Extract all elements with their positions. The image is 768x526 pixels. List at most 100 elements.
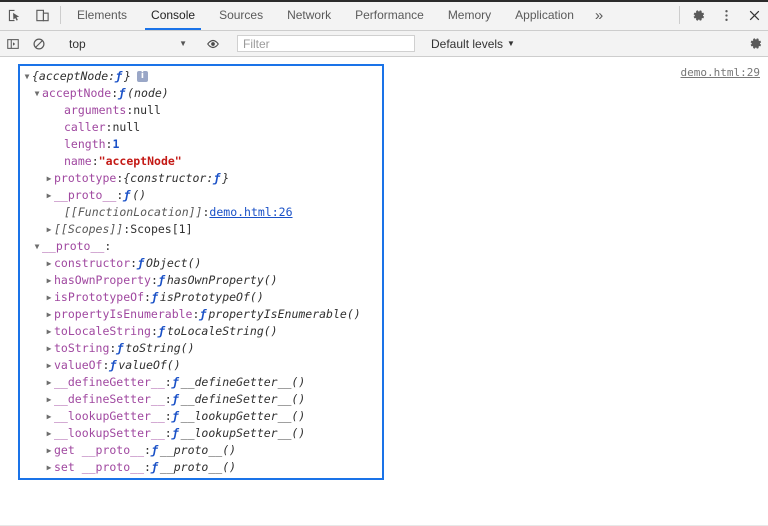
more-tabs-chevron-icon[interactable]: » bbox=[586, 0, 612, 30]
console-property-row[interactable]: caller: null bbox=[20, 119, 382, 136]
disclosure-triangle-open-icon[interactable]: ▼ bbox=[34, 89, 40, 98]
console-property-row[interactable]: ▶[[Scopes]]: Scopes[1] bbox=[20, 221, 382, 238]
tab-memory[interactable]: Memory bbox=[436, 0, 503, 30]
console-token: name bbox=[64, 154, 92, 168]
console-token: Object() bbox=[146, 256, 202, 270]
console-token: propertyIsEnumerable bbox=[54, 307, 193, 321]
console-token: toString bbox=[54, 341, 110, 355]
console-token[interactable]: demo.html:26 bbox=[209, 205, 293, 219]
console-property-row[interactable]: ▶__defineSetter__: ƒ__defineSetter__() bbox=[20, 391, 382, 408]
tab-performance[interactable]: Performance bbox=[343, 0, 436, 30]
console-settings-gear-icon[interactable] bbox=[742, 31, 768, 57]
console-property-row[interactable]: ▼__proto__: bbox=[20, 238, 382, 255]
console-token: : bbox=[116, 188, 124, 202]
tabbar-right-controls bbox=[675, 0, 768, 30]
console-message-area[interactable]: demo.html:29 ▼{acceptNode: ƒ}i▼acceptNod… bbox=[0, 57, 768, 526]
console-token: : bbox=[104, 239, 112, 253]
disclosure-triangle-closed-icon[interactable]: ▶ bbox=[46, 412, 52, 421]
console-toolbar-right bbox=[733, 31, 768, 57]
console-token: : bbox=[164, 392, 172, 406]
info-badge-icon[interactable]: i bbox=[136, 71, 148, 82]
console-property-row[interactable]: ▶__defineGetter__: ƒ__defineGetter__() bbox=[20, 374, 382, 391]
console-property-row[interactable]: ▼{acceptNode: ƒ}i bbox=[20, 68, 382, 85]
console-property-row[interactable]: ▶__lookupSetter__: ƒ__lookupSetter__() bbox=[20, 425, 382, 442]
device-toolbar-icon[interactable] bbox=[28, 0, 56, 30]
console-property-row[interactable]: [[FunctionLocation]]: demo.html:26 bbox=[20, 204, 382, 221]
tab-network[interactable]: Network bbox=[275, 0, 343, 30]
disclosure-triangle-closed-icon[interactable]: ▶ bbox=[46, 259, 52, 268]
log-levels-label: Default levels bbox=[431, 36, 504, 51]
inspect-element-icon[interactable] bbox=[0, 0, 28, 30]
console-token: : bbox=[109, 341, 117, 355]
console-token: __proto__ bbox=[42, 239, 105, 253]
tab-elements[interactable]: Elements bbox=[65, 0, 139, 30]
disclosure-triangle-closed-icon[interactable]: ▶ bbox=[46, 310, 52, 319]
console-token: ƒ bbox=[116, 341, 124, 355]
console-token: ƒ bbox=[157, 324, 165, 338]
disclosure-triangle-open-icon[interactable]: ▼ bbox=[24, 72, 30, 81]
tab-application[interactable]: Application bbox=[503, 0, 586, 30]
more-options-kebab-icon[interactable] bbox=[712, 0, 740, 30]
filter-placeholder: Filter bbox=[243, 36, 270, 51]
console-token: length bbox=[64, 137, 106, 151]
console-token: hasOwnProperty() bbox=[166, 273, 278, 287]
console-token: : bbox=[144, 443, 151, 457]
disclosure-triangle-closed-icon[interactable]: ▶ bbox=[46, 429, 52, 438]
console-filter-input[interactable]: Filter bbox=[237, 35, 415, 52]
panel-tabs: Elements Console Sources Network Perform… bbox=[65, 0, 612, 30]
console-token: set __proto__ bbox=[54, 460, 145, 474]
disclosure-triangle-closed-icon[interactable]: ▶ bbox=[46, 361, 52, 370]
eye-icon[interactable] bbox=[200, 31, 226, 57]
settings-gear-icon[interactable] bbox=[684, 0, 712, 30]
console-source-link[interactable]: demo.html:29 bbox=[680, 66, 760, 79]
console-property-row[interactable]: arguments: null bbox=[20, 102, 382, 119]
console-sidebar-toggle-icon[interactable] bbox=[0, 31, 26, 57]
disclosure-triangle-closed-icon[interactable]: ▶ bbox=[46, 344, 52, 353]
disclosure-triangle-closed-icon[interactable]: ▶ bbox=[46, 463, 52, 472]
console-property-row[interactable]: ▶prototype: {constructor: ƒ} bbox=[20, 170, 382, 187]
tab-console[interactable]: Console bbox=[139, 0, 207, 30]
close-devtools-icon[interactable] bbox=[740, 0, 768, 30]
console-token: : bbox=[164, 375, 172, 389]
disclosure-triangle-closed-icon[interactable]: ▶ bbox=[46, 225, 52, 234]
execution-context-select[interactable]: top ▼ bbox=[61, 34, 191, 54]
console-token: 1 bbox=[112, 137, 120, 151]
tab-sources[interactable]: Sources bbox=[207, 0, 275, 30]
console-property-row[interactable]: ▶get __proto__: ƒ__proto__() bbox=[20, 442, 382, 459]
console-token: : bbox=[150, 324, 158, 338]
disclosure-triangle-closed-icon[interactable]: ▶ bbox=[46, 395, 52, 404]
console-property-row[interactable]: ▼acceptNode: ƒ(node) bbox=[20, 85, 382, 102]
console-object-preview-group[interactable]: ▼{acceptNode: ƒ}i▼acceptNode: ƒ(node)arg… bbox=[18, 64, 384, 480]
console-property-row[interactable]: name: "acceptNode" bbox=[20, 153, 382, 170]
console-token: __defineGetter__ bbox=[54, 375, 165, 389]
disclosure-triangle-closed-icon[interactable]: ▶ bbox=[46, 276, 52, 285]
disclosure-triangle-open-icon[interactable]: ▼ bbox=[34, 242, 40, 251]
disclosure-triangle-closed-icon[interactable]: ▶ bbox=[46, 191, 52, 200]
disclosure-triangle-closed-icon[interactable]: ▶ bbox=[46, 378, 52, 387]
disclosure-triangle-closed-icon[interactable]: ▶ bbox=[46, 327, 52, 336]
console-token: prototype bbox=[54, 171, 117, 185]
log-levels-select[interactable]: Default levels ▼ bbox=[431, 37, 515, 51]
disclosure-triangle-closed-icon[interactable]: ▶ bbox=[46, 446, 52, 455]
console-property-row[interactable]: ▶__lookupGetter__: ƒ__lookupGetter__() bbox=[20, 408, 382, 425]
disclosure-triangle-closed-icon[interactable]: ▶ bbox=[46, 174, 52, 183]
console-token: {constructor: bbox=[123, 171, 214, 185]
clear-console-icon[interactable] bbox=[26, 31, 52, 57]
console-property-row[interactable]: ▶set __proto__: ƒ__proto__() bbox=[20, 459, 382, 476]
disclosure-triangle-closed-icon[interactable]: ▶ bbox=[46, 293, 52, 302]
console-token: ƒ bbox=[123, 188, 131, 202]
console-token: __lookupGetter__ bbox=[54, 409, 165, 423]
chevron-down-icon: ▼ bbox=[507, 39, 515, 48]
console-token: __lookupGetter__() bbox=[180, 409, 306, 423]
console-property-row[interactable]: ▶__proto__: ƒ() bbox=[20, 187, 382, 204]
console-token: : bbox=[192, 307, 200, 321]
console-token: ƒ bbox=[118, 86, 126, 100]
console-property-row[interactable]: length: 1 bbox=[20, 136, 382, 153]
